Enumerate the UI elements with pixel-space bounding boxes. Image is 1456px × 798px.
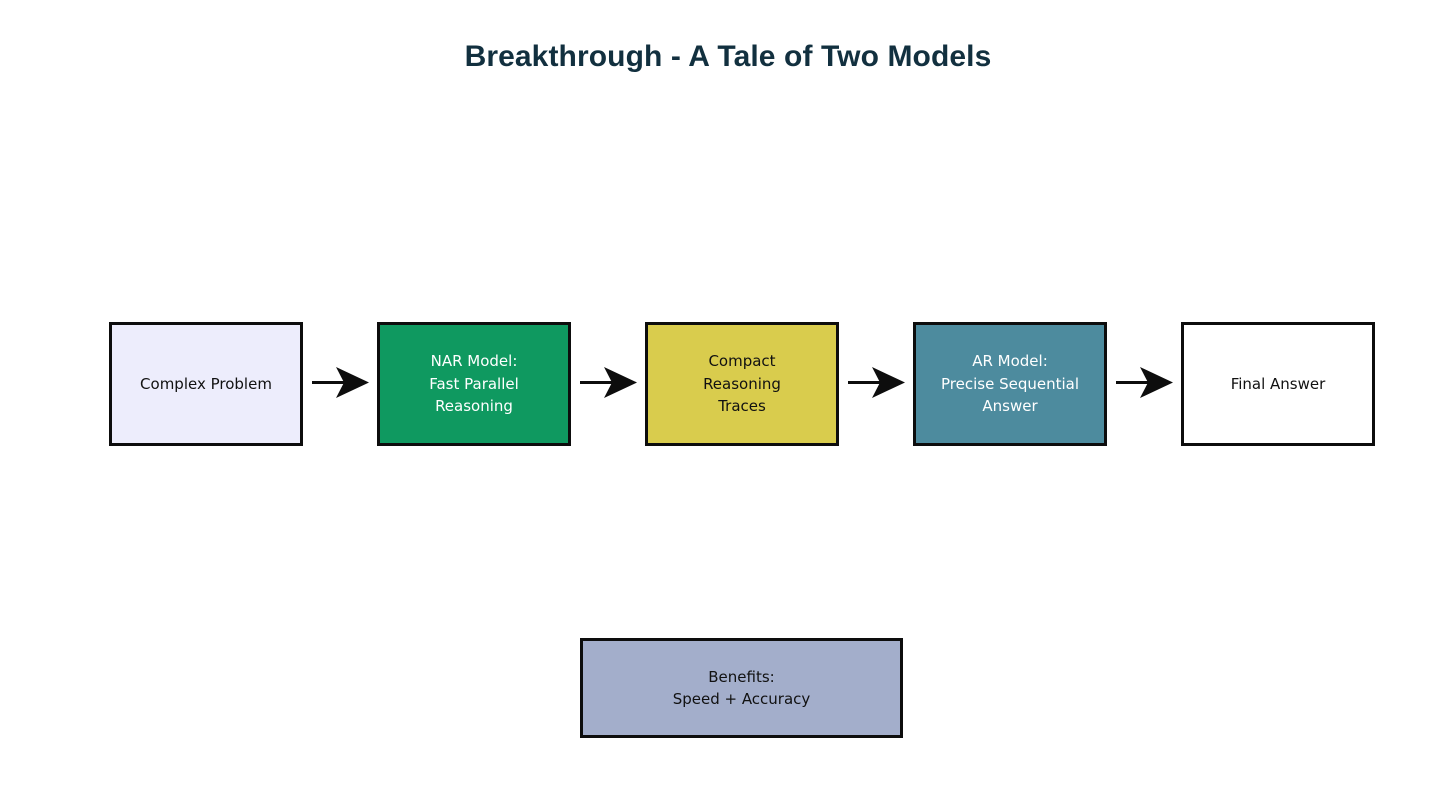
arrow-right-icon [848, 362, 906, 406]
arrow-right-icon [1116, 362, 1174, 406]
flow-node-final-answer: Final Answer [1181, 322, 1375, 446]
flow-node-compact-traces: Compact Reasoning Traces [645, 322, 839, 446]
flow-node-benefits: Benefits: Speed + Accuracy [580, 638, 903, 738]
arrow-right-icon [580, 362, 638, 406]
flow-node-complex-problem: Complex Problem [109, 322, 303, 446]
page-title: Breakthrough - A Tale of Two Models [464, 40, 992, 73]
flow-node-nar-model: NAR Model: Fast Parallel Reasoning [377, 322, 571, 446]
flow-node-ar-model: AR Model: Precise Sequential Answer [913, 322, 1107, 446]
arrow-right-icon [312, 362, 370, 406]
